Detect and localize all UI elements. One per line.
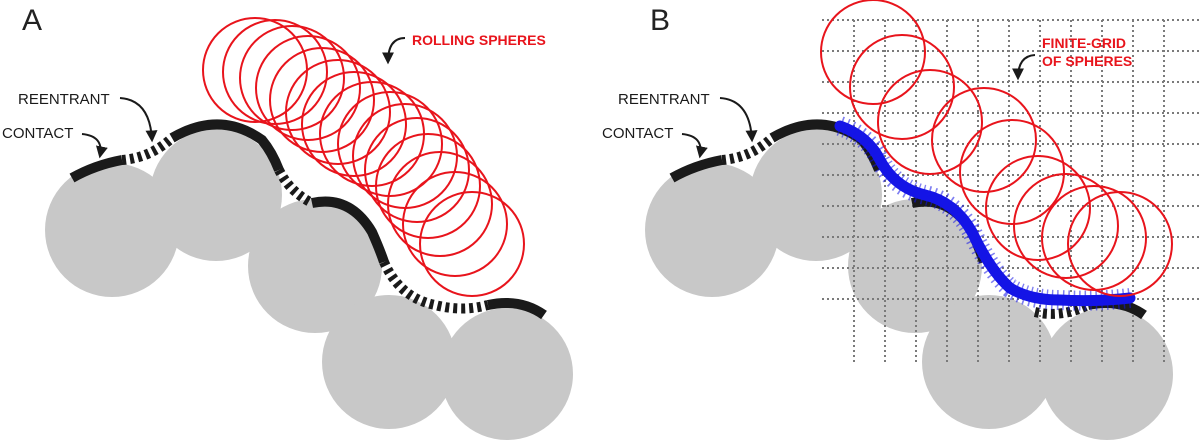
probe-sphere xyxy=(931,87,1037,193)
contact-patch xyxy=(310,196,389,264)
probe-sphere xyxy=(402,171,508,277)
probe-sphere xyxy=(337,91,443,197)
reentrant-label: REENTRANT xyxy=(18,91,110,108)
panel-b-atoms xyxy=(645,129,1173,440)
probe-sphere xyxy=(319,81,425,187)
probe-sphere xyxy=(1013,173,1119,279)
reentrant-patch xyxy=(274,167,315,208)
finite-grid-label-line1: FINITE-GRID xyxy=(1042,35,1126,51)
reentrant-arrow xyxy=(719,97,758,143)
panel-b-callouts: REENTRANT CONTACT FINITE-GRID OF SPHERES xyxy=(602,35,1132,159)
atom xyxy=(645,163,779,297)
probe-sphere xyxy=(255,35,361,141)
panel-a-letter: A xyxy=(22,4,42,37)
contact-patch xyxy=(669,155,723,183)
finite-grid xyxy=(822,19,1200,365)
panel-a-contact-surface xyxy=(69,119,547,320)
probe-sphere xyxy=(820,0,926,105)
atom xyxy=(922,295,1056,429)
atom xyxy=(322,295,456,429)
reentrant-patch xyxy=(721,134,776,165)
probe-sphere xyxy=(375,133,481,239)
rolling-spheres-arrow xyxy=(382,37,406,65)
probe-sphere xyxy=(419,191,525,297)
panel-a-reentrant-surface xyxy=(121,134,490,314)
grid-surface-band xyxy=(834,120,1136,307)
atom xyxy=(441,308,573,440)
finite-grid-label-line2: OF SPHERES xyxy=(1042,53,1132,69)
probe-sphere xyxy=(1067,191,1173,297)
probe-sphere xyxy=(959,119,1065,225)
probe-sphere xyxy=(877,69,983,175)
reentrant-arrow xyxy=(119,97,158,143)
atom xyxy=(150,129,282,261)
reentrant-patch xyxy=(379,259,490,314)
contact-patch xyxy=(169,119,284,172)
probe-sphere xyxy=(269,47,375,153)
finite-grid-arrow xyxy=(1012,54,1036,81)
reentrant-label: REENTRANT xyxy=(618,91,710,108)
probe-sphere xyxy=(202,17,308,123)
panel-a-atoms xyxy=(45,129,573,440)
contact-label: CONTACT xyxy=(602,125,673,142)
probe-sphere xyxy=(849,34,955,140)
panel-a-callouts: REENTRANT CONTACT ROLLING SPHERES xyxy=(2,32,546,159)
probe-sphere xyxy=(387,151,493,257)
atom xyxy=(1041,308,1173,440)
probe-sphere xyxy=(985,155,1091,261)
contact-label: CONTACT xyxy=(2,125,73,142)
panel-b-grid-surface xyxy=(834,116,1136,311)
panel-a-rolling-spheres xyxy=(202,17,525,297)
reentrant-patch xyxy=(1033,300,1091,319)
rolling-spheres-label: ROLLING SPHERES xyxy=(412,32,546,48)
atom xyxy=(45,163,179,297)
panel-b-reentrant-surface xyxy=(721,134,1091,319)
probe-sphere xyxy=(285,59,391,165)
contact-patch xyxy=(486,298,547,320)
panel-b-grid-spheres xyxy=(820,0,1173,297)
atom xyxy=(248,199,382,333)
panel-b-letter: B xyxy=(650,4,670,37)
probe-sphere xyxy=(239,25,345,131)
contact-arrow xyxy=(81,133,108,159)
contact-patch xyxy=(69,155,123,183)
panel-b: B xyxy=(602,0,1200,440)
atom xyxy=(750,129,882,261)
probe-sphere xyxy=(301,71,407,177)
probe-sphere xyxy=(364,117,470,223)
panel-a: A xyxy=(2,4,573,440)
reentrant-patch xyxy=(121,134,176,165)
contact-arrow xyxy=(681,133,708,159)
